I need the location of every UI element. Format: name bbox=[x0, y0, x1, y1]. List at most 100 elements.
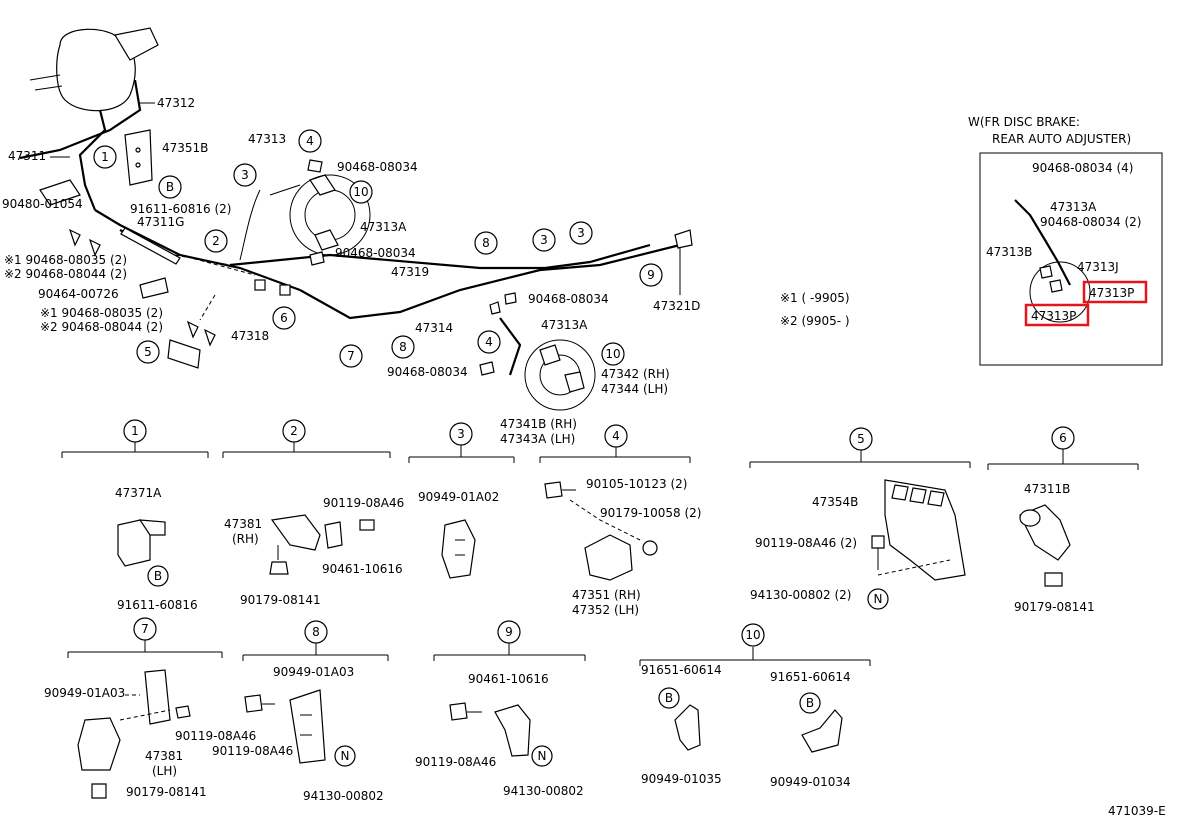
callout-5: 5 bbox=[144, 345, 152, 359]
part-label: 90119-08A46 bbox=[175, 729, 256, 743]
part-label: 47311B bbox=[1024, 482, 1070, 496]
part-label: 90461-10616 bbox=[468, 672, 549, 686]
callout-8: 8 bbox=[399, 340, 407, 354]
callout-n: N bbox=[538, 749, 547, 763]
part-label: 47311 bbox=[8, 149, 46, 163]
part-label: 94130-00802 (2) bbox=[750, 588, 852, 602]
callout-3: 3 bbox=[540, 233, 548, 247]
callout-10: 10 bbox=[353, 185, 368, 199]
part-label: 47314 bbox=[415, 321, 453, 335]
part-label: 47321D bbox=[653, 299, 700, 313]
detail-callout-10: 10 bbox=[745, 628, 760, 642]
part-label: 90464-00726 bbox=[38, 287, 119, 301]
detail-callout-4: 4 bbox=[612, 429, 620, 443]
part-label: 90179-08141 bbox=[1014, 600, 1095, 614]
part-label: 90468-08034 (2) bbox=[1040, 215, 1142, 229]
part-label: 90179-08141 bbox=[240, 593, 321, 607]
callout-4: 4 bbox=[306, 134, 314, 148]
part-label: ※1 90468-08035 (2) bbox=[40, 306, 163, 320]
part-label: 90105-10123 (2) bbox=[586, 477, 688, 491]
part-label: 47381 bbox=[145, 749, 183, 763]
callout-7: 7 bbox=[347, 349, 355, 363]
detail-8: 8 90949-01A03 90119-08A46 N 94130-00802 bbox=[212, 620, 389, 803]
detail-3: 3 90949-01A02 bbox=[408, 422, 515, 579]
callout-b: B bbox=[166, 180, 174, 194]
part-label: 47354B bbox=[812, 495, 858, 509]
part-label: 91651-60614 bbox=[641, 663, 722, 677]
part-label: 47319 bbox=[391, 265, 429, 279]
part-label: (LH) bbox=[152, 764, 177, 778]
part-label: 47311G bbox=[137, 215, 184, 229]
part-label: 47313A bbox=[1050, 200, 1097, 214]
inset-title-line2: REAR AUTO ADJUSTER) bbox=[992, 132, 1131, 146]
callout-b: B bbox=[154, 569, 162, 583]
part-label: 90119-08A46 (2) bbox=[755, 536, 857, 550]
part-label: 90119-08A46 bbox=[415, 755, 496, 769]
part-label: 47313 bbox=[248, 132, 286, 146]
part-label: 90949-01034 bbox=[770, 775, 851, 789]
detail-callout-2: 2 bbox=[290, 424, 298, 438]
callout-b: B bbox=[665, 691, 673, 705]
part-label: 47351 (RH) bbox=[572, 588, 641, 602]
diagram-id: 471039-E bbox=[1108, 804, 1166, 818]
part-label: 47313J bbox=[1077, 260, 1119, 274]
part-label: 47341B (RH) bbox=[500, 417, 577, 431]
detail-5: 5 47354B 90119-08A46 (2) 94130-00802 (2)… bbox=[749, 427, 971, 610]
part-label: 90468-08034 bbox=[337, 160, 418, 174]
part-label: 47344 (LH) bbox=[601, 382, 668, 396]
part-label: 90468-08034 (4) bbox=[1032, 161, 1134, 175]
part-label: 90119-08A46 bbox=[212, 744, 293, 758]
callout-6: 6 bbox=[280, 311, 288, 325]
part-label: 90949-01035 bbox=[641, 772, 722, 786]
part-label: 90461-10616 bbox=[322, 562, 403, 576]
detail-callout-3: 3 bbox=[457, 427, 465, 441]
part-label: 47343A (LH) bbox=[500, 432, 575, 446]
part-label: ※2 90468-08044 (2) bbox=[4, 267, 127, 281]
part-label: 91651-60614 bbox=[770, 670, 851, 684]
callout-4: 4 bbox=[485, 335, 493, 349]
part-label: 47351B bbox=[162, 141, 208, 155]
detail-1: 1 47371A B 91611-60816 bbox=[61, 419, 209, 612]
part-label: 94130-00802 bbox=[503, 784, 584, 798]
detail-callout-5: 5 bbox=[857, 432, 865, 446]
main-assembly-artwork bbox=[19, 27, 693, 411]
part-label-highlighted: 47313P bbox=[1089, 286, 1134, 300]
part-label: 47313A bbox=[541, 318, 588, 332]
callout-1: 1 bbox=[101, 150, 109, 164]
part-label: 90179-10058 (2) bbox=[600, 506, 702, 520]
part-label: 94130-00802 bbox=[303, 789, 384, 803]
part-label: 90468-08034 bbox=[335, 246, 416, 260]
part-label: 90949-01A03 bbox=[44, 686, 125, 700]
part-label: 47313A bbox=[360, 220, 407, 234]
part-label: 90468-08034 bbox=[528, 292, 609, 306]
callout-10: 10 bbox=[605, 347, 620, 361]
part-label: 90480-01054 bbox=[2, 197, 83, 211]
callout-3: 3 bbox=[577, 226, 585, 240]
part-label: ※2 90468-08044 (2) bbox=[40, 320, 163, 334]
detail-6: 6 47311B 90179-08141 bbox=[987, 426, 1139, 614]
detail-callout-6: 6 bbox=[1059, 431, 1067, 445]
detail-4: 4 90105-10123 (2) 90179-10058 (2) 47351 … bbox=[539, 424, 702, 617]
callout-b: B bbox=[806, 696, 814, 710]
part-label: ※1 90468-08035 (2) bbox=[4, 253, 127, 267]
detail-2: 2 47381 (RH) 90119-08A46 90461-10616 901… bbox=[222, 419, 404, 607]
callout-9: 9 bbox=[647, 268, 655, 282]
part-label: 90119-08A46 bbox=[323, 496, 404, 510]
part-label: 90468-08034 bbox=[387, 365, 468, 379]
highlight-box bbox=[1082, 280, 1148, 304]
part-label: 90949-01A02 bbox=[418, 490, 499, 504]
main-callouts: 1 B 3 4 10 2 5 6 7 8 8 3 3 9 4 10 bbox=[93, 129, 663, 368]
inset-rear-auto-adjuster: W(FR DISC BRAKE: REAR AUTO ADJUSTER) 904… bbox=[968, 115, 1163, 366]
part-label: 90179-08141 bbox=[126, 785, 207, 799]
part-label: (RH) bbox=[232, 532, 259, 546]
callout-n: N bbox=[874, 592, 883, 606]
detail-9: 9 90461-10616 90119-08A46 N 94130-00802 bbox=[415, 620, 586, 798]
part-label: 47381 bbox=[224, 517, 262, 531]
detail-callout-1: 1 bbox=[131, 424, 139, 438]
detail-10: 10 91651-60614 B 90949-01035 91651-60614… bbox=[639, 623, 871, 789]
part-label: 90949-01A03 bbox=[273, 665, 354, 679]
detail-7: 7 90949-01A03 90119-08A46 47381 (LH) 901… bbox=[44, 617, 256, 799]
part-label: 91611-60816 (2) bbox=[130, 202, 232, 216]
main-part-labels: 4 7 3 1 2 47311 47351B 90480-01054 91611-608… bbox=[2, 96, 850, 446]
